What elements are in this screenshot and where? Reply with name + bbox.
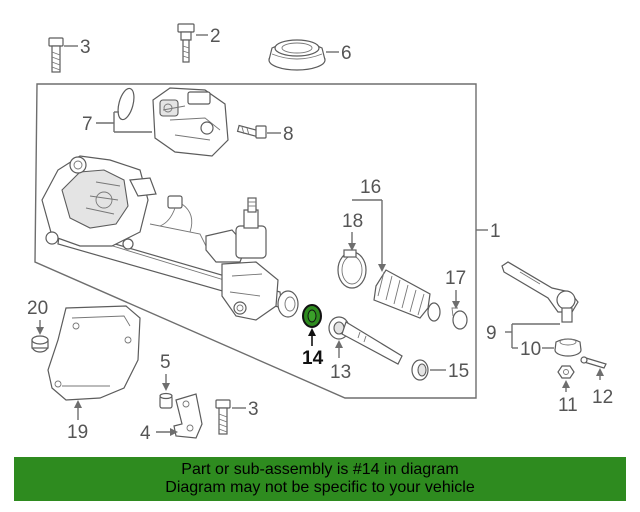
- bolt-part-8[interactable]: [236, 124, 267, 139]
- callout-17: 17: [445, 268, 466, 289]
- plug-part-20[interactable]: [31, 335, 49, 353]
- callout-13: 13: [330, 362, 351, 383]
- bracket-part-4[interactable]: [173, 393, 203, 439]
- callout-6: 6: [341, 43, 352, 64]
- callout-14: 14: [302, 348, 324, 369]
- bolt-part-3-bottom[interactable]: [215, 399, 231, 435]
- callout-10: 10: [520, 339, 541, 360]
- heat-shield-part-19[interactable]: [47, 305, 141, 401]
- callout-18: 18: [342, 211, 363, 232]
- banner-line-2: Diagram may not be specific to your vehi…: [165, 479, 475, 496]
- callout-15: 15: [448, 361, 469, 382]
- callout-5: 5: [160, 352, 171, 373]
- clamp-part-18[interactable]: [337, 249, 367, 289]
- bellows-part-16[interactable]: [373, 269, 441, 322]
- motor-part-7[interactable]: [152, 87, 229, 157]
- callout-11: 11: [558, 395, 578, 416]
- bolt-part-3-top[interactable]: [48, 37, 64, 73]
- grommet-part-5[interactable]: [159, 392, 173, 409]
- callout-20: 20: [27, 298, 48, 319]
- callout-4: 4: [140, 423, 151, 444]
- nut-part-11[interactable]: [557, 365, 575, 379]
- collar-part-6[interactable]: [268, 39, 326, 71]
- callout-8: 8: [283, 124, 294, 145]
- callout-19: 19: [67, 422, 88, 443]
- seal-part-15[interactable]: [411, 359, 429, 381]
- callout-9: 9: [486, 323, 497, 344]
- callout-12: 12: [592, 387, 613, 408]
- tie-rod-part-13[interactable]: [328, 316, 403, 365]
- callout-16: 16: [360, 177, 381, 198]
- o-ring-part-7[interactable]: [115, 87, 137, 122]
- cotter-pin-part-12[interactable]: [580, 356, 607, 369]
- clamp-part-17[interactable]: [451, 307, 468, 330]
- bolt-part-2[interactable]: [177, 23, 195, 63]
- boot-part-10[interactable]: [554, 338, 582, 357]
- steering-rack-part-1[interactable]: [41, 155, 299, 321]
- callout-1: 1: [490, 221, 501, 242]
- callout-3-top: 3: [80, 37, 91, 58]
- callout-7: 7: [82, 114, 93, 135]
- seal-part-14[interactable]: [302, 304, 322, 328]
- tie-rod-end-part-9[interactable]: [501, 261, 579, 323]
- parts-diagram: 3 2 6 7 8: [27, 23, 613, 444]
- callout-3-bottom: 3: [248, 399, 259, 420]
- arrow-14: [308, 328, 316, 336]
- info-banner: Part or sub-assembly is #14 in diagram D…: [14, 457, 626, 501]
- assembly-panel: [34, 83, 477, 399]
- callout-2: 2: [210, 26, 221, 47]
- banner-line-1: Part or sub-assembly is #14 in diagram: [181, 461, 459, 478]
